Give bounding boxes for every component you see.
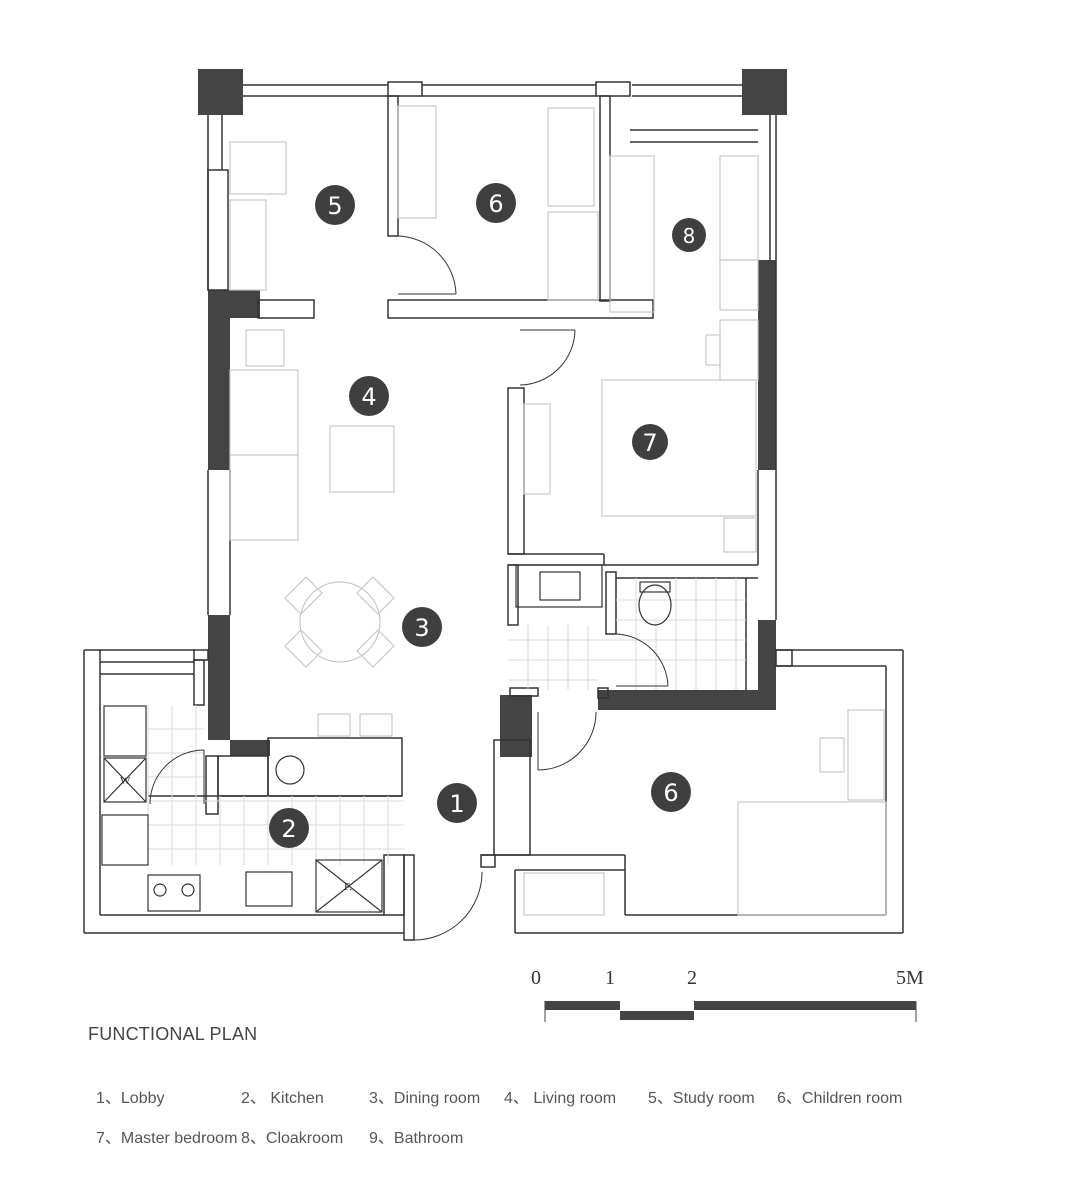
- svg-text:3: 3: [414, 614, 429, 642]
- legend-item-study-room: 5、Study room: [648, 1090, 755, 1107]
- scale-label-0: 0: [531, 967, 541, 989]
- fixtures: [101, 564, 672, 913]
- room-marker-7: 7: [632, 424, 668, 460]
- room-marker-4: 4: [349, 376, 389, 416]
- fridge-label: F.: [344, 881, 352, 893]
- room-marker-5: 5: [315, 185, 355, 225]
- legend-item-living-room: 4、 Living room: [504, 1090, 617, 1107]
- svg-text:5: 5: [327, 192, 342, 220]
- legend-item-kitchen: 2、 Kitchen: [241, 1090, 324, 1107]
- legend-item-dining-room: 3、Dining room: [369, 1090, 481, 1107]
- svg-text:6: 6: [488, 190, 503, 218]
- legend-item-lobby: 1、Lobby: [96, 1090, 165, 1107]
- room-marker-3: 3: [402, 607, 442, 647]
- door-swings: [149, 235, 669, 941]
- plan-title: FUNCTIONAL PLAN: [88, 1024, 258, 1044]
- outline-walls: [83, 81, 904, 941]
- scale-label-5m: 5M: [896, 967, 924, 989]
- svg-text:8: 8: [683, 224, 696, 248]
- solid-walls: [198, 69, 787, 757]
- room-marker-6-top: 6: [476, 183, 516, 223]
- svg-text:6: 6: [663, 779, 678, 807]
- legend-item-cloakroom: 8、Cloakroom: [241, 1130, 344, 1147]
- svg-text:2: 2: [281, 815, 296, 843]
- scale-label-2: 2: [687, 967, 697, 989]
- svg-text:1: 1: [449, 790, 464, 818]
- svg-text:7: 7: [642, 429, 657, 457]
- scale-bar: [544, 1001, 917, 1022]
- legend-item-children-room: 6、Children room: [777, 1090, 903, 1107]
- svg-text:4: 4: [361, 383, 376, 411]
- scale-label-1: 1: [605, 967, 615, 989]
- washer-label: W: [120, 775, 131, 787]
- legend-item-master-bedroom: 7、Master bedroom: [96, 1130, 238, 1147]
- room-marker-8: 8: [672, 218, 706, 252]
- legend-item-bathroom: 9、Bathroom: [369, 1130, 464, 1147]
- room-marker-2: 2: [269, 808, 309, 848]
- room-marker-6-bottom: 6: [651, 772, 691, 812]
- furniture: [229, 105, 887, 916]
- room-marker-1: 1: [437, 783, 477, 823]
- tile-grid: [147, 578, 746, 865]
